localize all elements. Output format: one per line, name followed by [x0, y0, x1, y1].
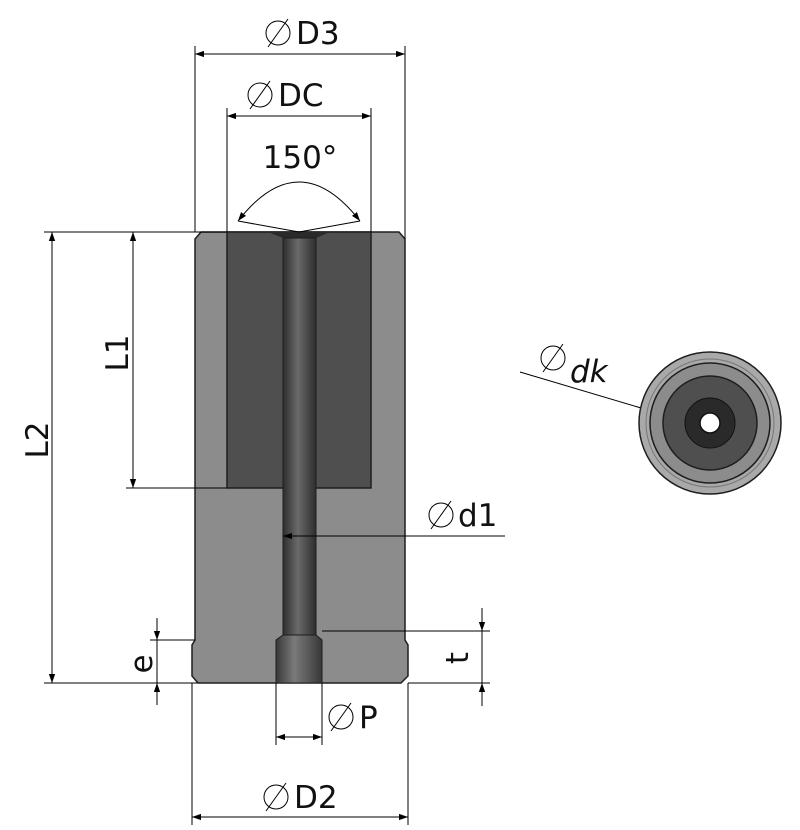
svg-text:D2: D2 [294, 780, 338, 816]
svg-text:d1: d1 [458, 498, 497, 534]
label-D2: D2 [263, 780, 338, 816]
label-L2: L2 [20, 422, 56, 459]
label-DC: DC [247, 78, 324, 114]
svg-text:P: P [359, 700, 378, 736]
label-d1: d1 [428, 498, 497, 534]
end-view-bore [699, 412, 721, 434]
dim-angle-arc [237, 181, 361, 222]
label-L1: L1 [100, 335, 136, 372]
dimension-labels: D3 DC 150° L2 L1 d1 dk e t P D [20, 16, 609, 816]
dimension-lines [44, 46, 706, 825]
pilot-bore [275, 634, 323, 684]
through-bore [282, 237, 317, 636]
svg-text:dk: dk [570, 354, 609, 390]
label-angle: 150° [263, 140, 338, 176]
svg-text:DC: DC [278, 78, 324, 114]
label-t: t [440, 652, 476, 664]
svg-text:D3: D3 [296, 16, 340, 52]
label-D3: D3 [265, 16, 340, 52]
label-dk: dk [540, 343, 609, 390]
side-section-view [191, 231, 409, 684]
label-e: e [124, 654, 160, 673]
end-view [638, 351, 782, 495]
countersink [268, 232, 330, 238]
label-P: P [328, 700, 378, 736]
